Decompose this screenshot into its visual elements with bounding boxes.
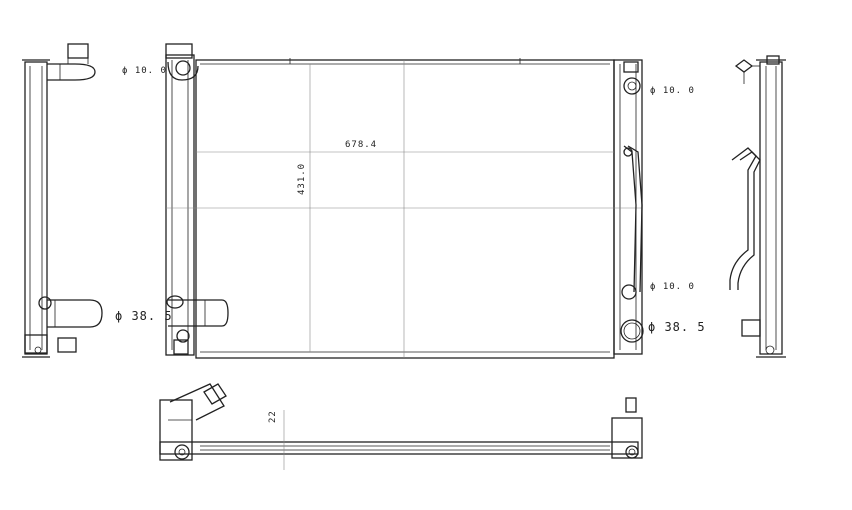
dim-right-lower-port: ϕ 10. 0 <box>650 282 695 292</box>
front-view <box>165 43 644 359</box>
dim-inlet-diameter: ϕ 10. 0 <box>122 66 167 76</box>
right-side-view <box>729 55 786 358</box>
dim-core-thickness: 22 <box>268 410 278 423</box>
dim-left-outlet-diameter: ϕ 38. 5 <box>115 309 173 323</box>
dim-width: 678.4 <box>345 140 378 150</box>
dim-height: 431.0 <box>297 162 307 195</box>
dim-right-top-port: ϕ 10. 0 <box>650 86 695 96</box>
left-side-view <box>22 43 103 358</box>
dim-right-outlet-diameter: ϕ 38. 5 <box>648 320 706 334</box>
bottom-view <box>159 383 643 470</box>
